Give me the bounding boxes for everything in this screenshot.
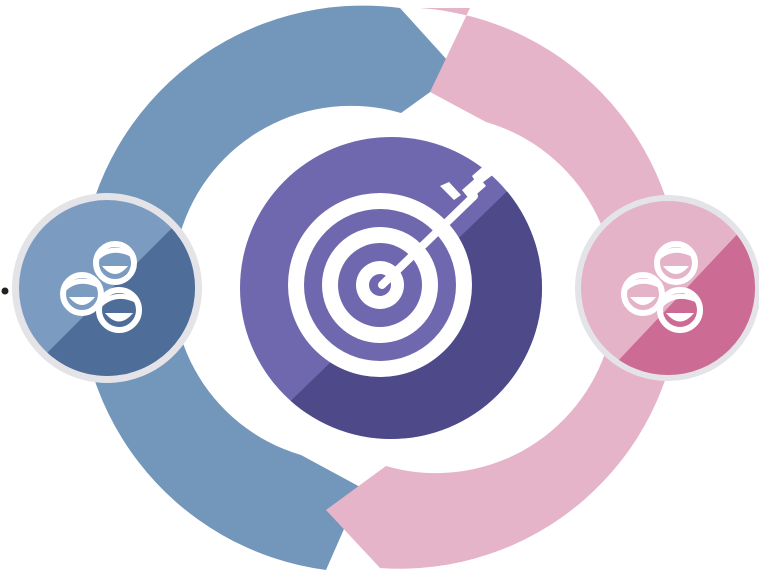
bullet-dot (1, 287, 9, 295)
left-cycle-arc (79, 5, 458, 570)
target-arrow-icon (288, 162, 494, 377)
right-cycle-arc (326, 8, 681, 569)
right-team-badge (575, 195, 759, 381)
left-team-badge (12, 193, 202, 383)
